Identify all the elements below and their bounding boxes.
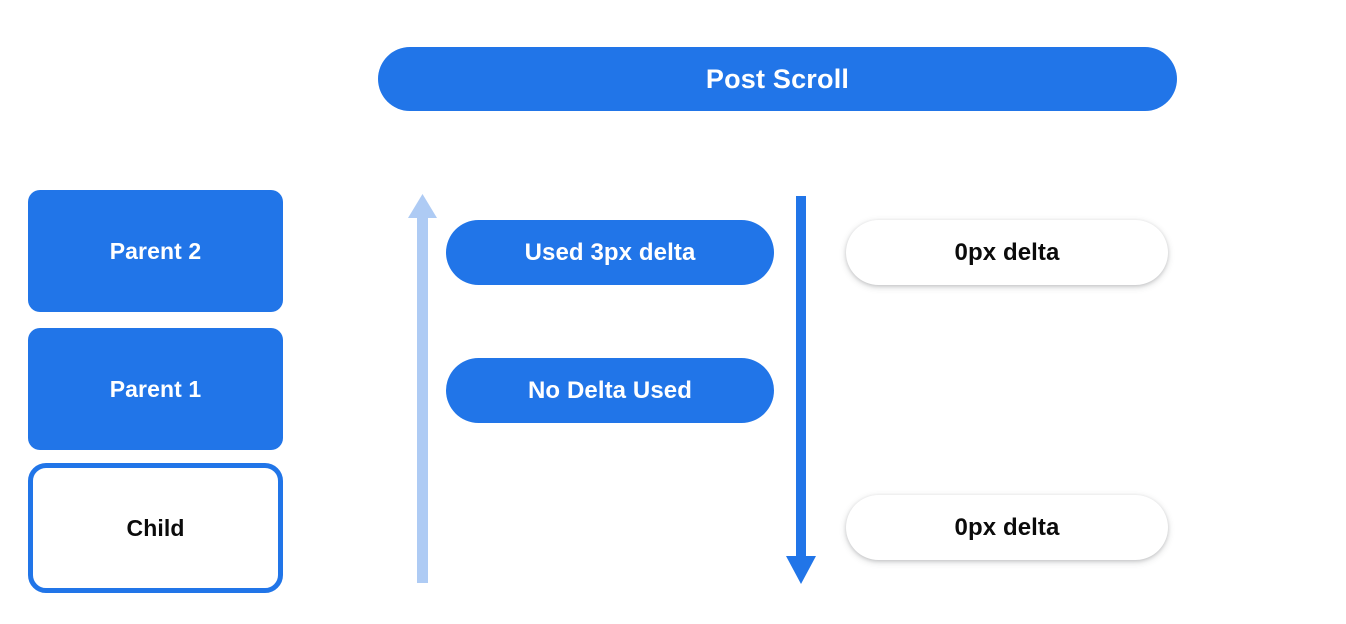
middle-pill-no-delta-used: No Delta Used: [446, 358, 774, 423]
stack-box-label: Parent 1: [109, 375, 202, 402]
up-arrow-icon: [408, 194, 437, 583]
page-title: Post Scroll: [705, 63, 850, 94]
stack-box-label: Child: [126, 514, 185, 541]
stack-box-label: Parent 2: [109, 237, 202, 264]
right-pill-label: 0px delta: [954, 513, 1060, 541]
right-pill-delta-bottom: 0px delta: [846, 495, 1168, 560]
post-scroll-header: Post Scroll: [378, 47, 1177, 111]
right-pill-delta-top: 0px delta: [846, 220, 1168, 285]
stack-box-parent-2: Parent 2: [28, 190, 283, 312]
middle-pill-label: Used 3px delta: [524, 238, 696, 266]
down-arrow-icon: [786, 196, 816, 584]
right-pill-label: 0px delta: [954, 238, 1060, 266]
middle-pill-label: No Delta Used: [527, 376, 692, 404]
middle-pill-used-3px-delta: Used 3px delta: [446, 220, 774, 285]
stack-box-child: Child: [28, 463, 283, 593]
stack-box-parent-1: Parent 1: [28, 328, 283, 450]
